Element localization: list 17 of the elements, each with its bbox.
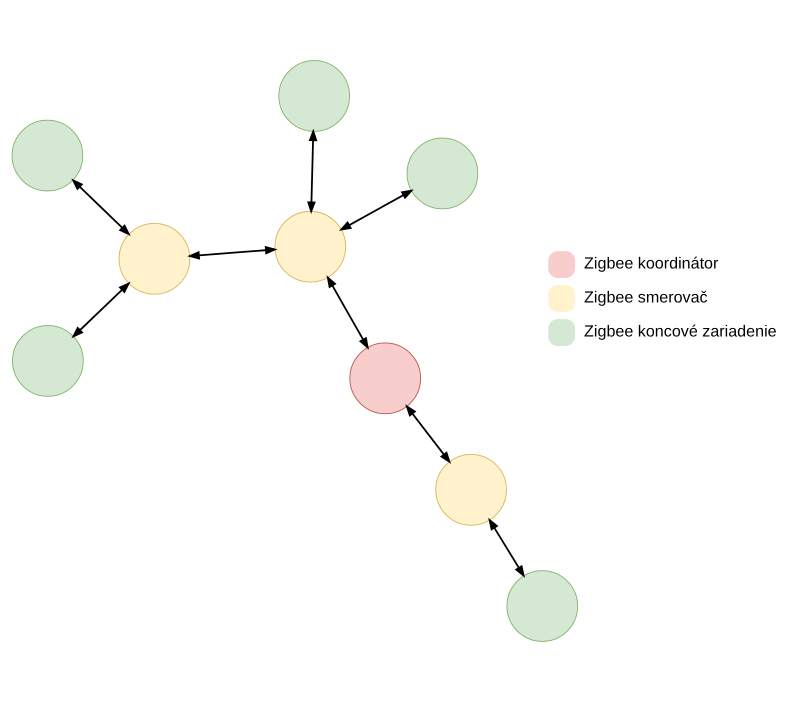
node-circle xyxy=(406,138,478,210)
node-circle xyxy=(435,454,507,526)
arrow xyxy=(71,178,131,236)
arrow xyxy=(326,275,369,350)
legend-label: Zigbee koncové zariadenie xyxy=(584,322,777,341)
arrow xyxy=(488,518,526,578)
node-circle xyxy=(274,210,346,283)
arrow xyxy=(187,246,278,260)
arrow xyxy=(71,282,131,338)
node-circle xyxy=(349,342,422,414)
legend-label: Zigbee smerovač xyxy=(584,288,708,307)
arrow xyxy=(405,404,452,464)
arrow xyxy=(338,189,414,231)
node-circle xyxy=(278,60,350,132)
arrow xyxy=(307,128,318,214)
legend-label: Zigbee koordinátor xyxy=(584,254,718,272)
node-circle xyxy=(506,570,578,642)
